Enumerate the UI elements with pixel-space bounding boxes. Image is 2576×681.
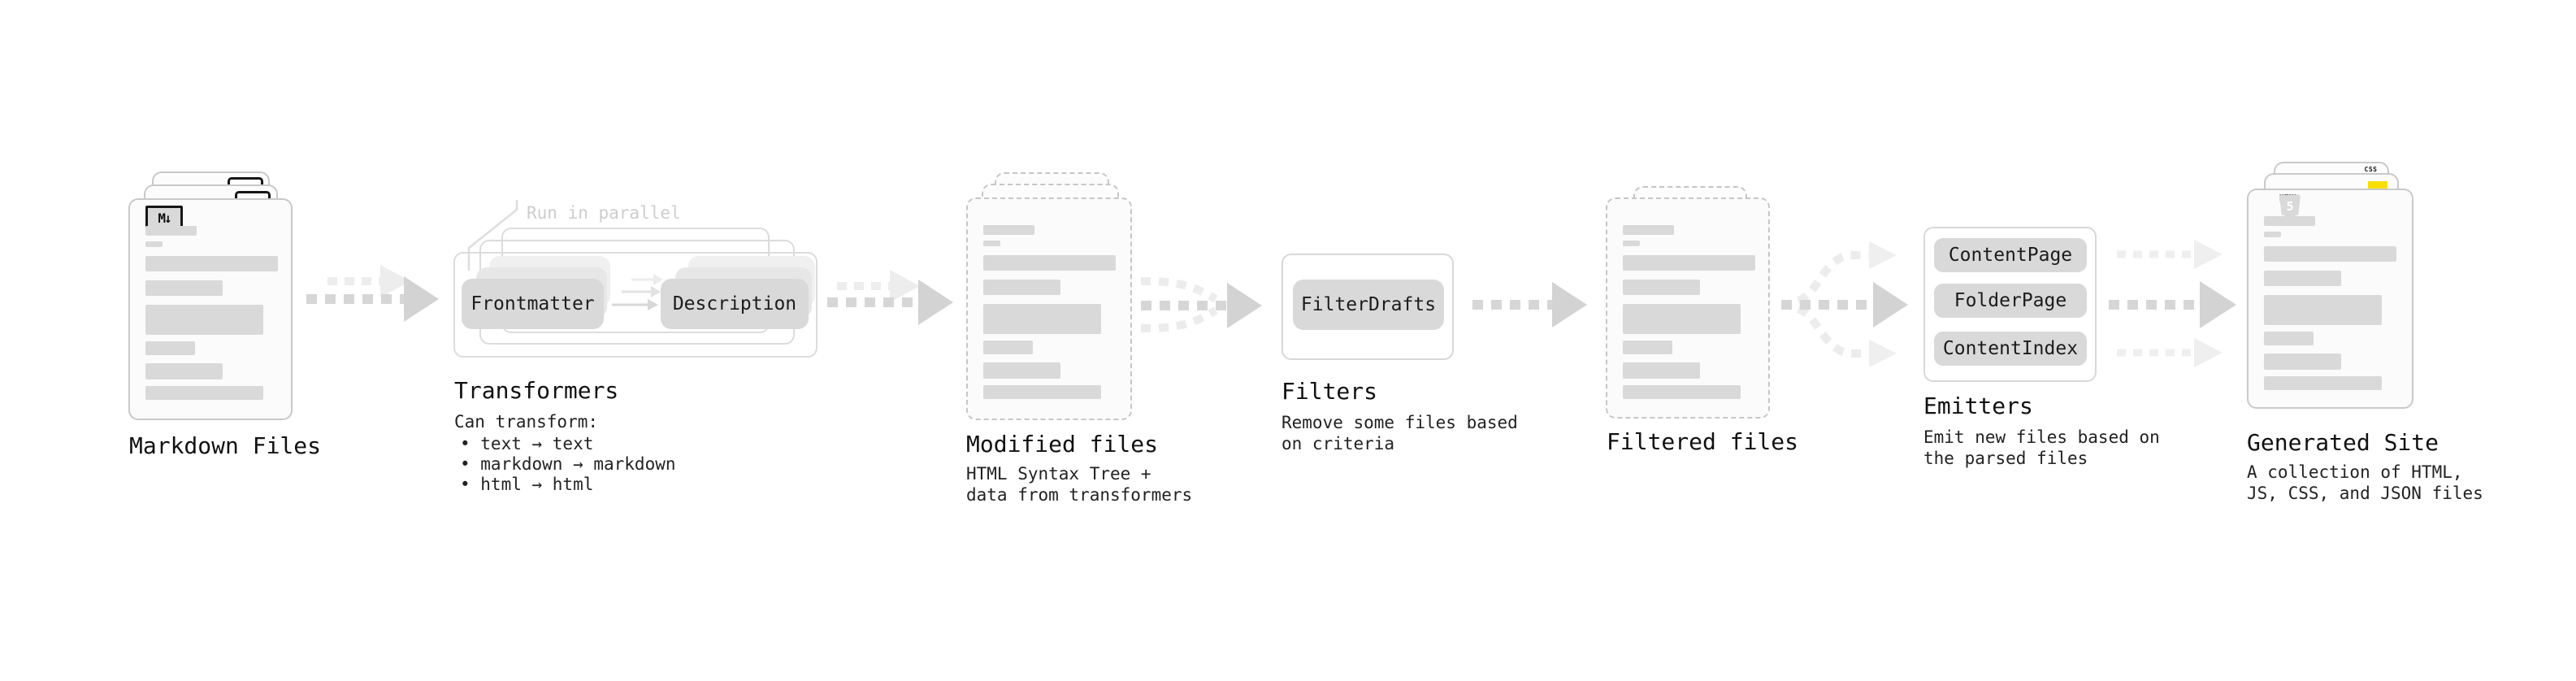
text-line-bar	[1623, 241, 1640, 246]
text-line-bar	[2264, 295, 2382, 325]
bullet-item: • html → html	[460, 475, 594, 494]
text-line-bar	[1623, 225, 1674, 235]
text-line-bar	[983, 280, 1060, 295]
modified-files-desc: HTML Syntax Tree + data from transformer…	[966, 464, 1193, 505]
text-line-bar	[1623, 304, 1741, 334]
text-line-bar	[145, 241, 163, 247]
modified-files-label: Modified files	[966, 431, 1159, 458]
text-line-bar	[2264, 271, 2341, 286]
file-card	[1606, 197, 1770, 419]
transformers-label: Transformers	[454, 377, 619, 404]
run-in-parallel-note: Run in parallel	[527, 203, 681, 223]
generated-site-label: Generated Site	[2247, 429, 2439, 456]
text-line-bar	[983, 225, 1034, 235]
arrow-transformers-to-modified	[827, 270, 953, 325]
text-line-bar	[2264, 216, 2315, 226]
transformers-desc-title: Can transform:	[454, 412, 599, 432]
text-line-bar	[1623, 385, 1741, 399]
transformer-box-outline	[453, 252, 817, 358]
javascript-icon	[2368, 181, 2387, 190]
file-card: M↓	[128, 198, 293, 420]
text-line-bar	[983, 385, 1101, 399]
emitter-contentpage-chip: ContentPage	[1934, 238, 2087, 272]
text-line-bar	[2264, 332, 2314, 345]
arrow-filters-to-filtered	[1472, 282, 1587, 327]
text-line-bar	[983, 255, 1116, 271]
text-line-bar	[145, 386, 263, 400]
filtered-files-label: Filtered files	[1607, 428, 1799, 455]
transformers-bullet-list: • text → text • markdown → markdown • ht…	[460, 434, 676, 495]
css-icon-word: CSS	[2364, 166, 2378, 173]
arrow-emitters-to-site	[2109, 240, 2236, 367]
html5-icon-shield: 5	[2279, 195, 2301, 218]
text-line-bar	[983, 304, 1101, 334]
filters-desc: Remove some files based on criteria	[1281, 413, 1518, 453]
arrow-filtered-to-emitters	[1781, 241, 1908, 367]
generated-site-desc: A collection of HTML, JS, CSS, and JSON …	[2247, 462, 2483, 503]
text-line-bar	[145, 363, 223, 380]
text-line-bar	[2264, 376, 2382, 390]
markdown-files-label: Markdown Files	[129, 432, 322, 459]
text-line-bar	[145, 341, 195, 355]
text-line-bar	[983, 340, 1033, 354]
emitter-folderpage-chip: FolderPage	[1934, 284, 2087, 318]
transformer-step-frontmatter: Frontmatter	[462, 279, 604, 329]
text-line-bar	[983, 362, 1060, 379]
text-line-bar	[145, 226, 197, 236]
bullet-item: • markdown → markdown	[460, 454, 676, 474]
filters-label: Filters	[1281, 378, 1378, 405]
emitters-label: Emitters	[1923, 393, 2033, 419]
transformer-step-description: Description	[661, 279, 809, 329]
text-line-bar	[1623, 255, 1755, 271]
emitter-contentindex-chip: ContentIndex	[1934, 332, 2087, 366]
arrow-markdown-to-transformers	[306, 265, 439, 322]
bullet-item: • text → text	[460, 434, 594, 453]
text-line-bar	[145, 256, 278, 271]
filter-filterdrafts-chip: FilterDrafts	[1293, 280, 1444, 330]
text-line-bar	[2264, 246, 2396, 262]
text-line-bar	[2264, 354, 2341, 370]
text-line-bar	[1623, 362, 1700, 379]
text-line-bar	[2264, 232, 2281, 237]
text-line-bar	[1623, 280, 1700, 295]
emitters-desc: Emit new files based on the parsed files	[1923, 427, 2160, 468]
arrow-modified-to-filters	[1140, 277, 1262, 332]
file-card: HTML 5	[2247, 189, 2413, 409]
text-line-bar	[983, 241, 1000, 246]
text-line-bar	[145, 305, 263, 335]
file-card	[966, 197, 1132, 420]
text-line-bar	[145, 280, 223, 296]
text-line-bar	[1623, 340, 1672, 354]
html5-icon-number: 5	[2286, 199, 2294, 214]
